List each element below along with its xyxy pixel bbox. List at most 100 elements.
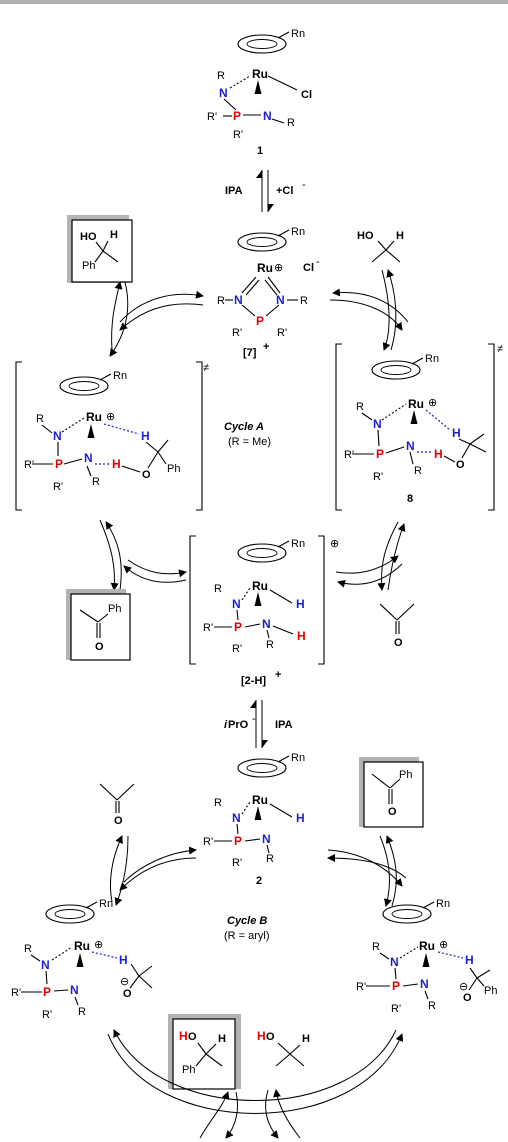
svg-text:H: H bbox=[296, 811, 305, 825]
svg-text:-: - bbox=[252, 713, 256, 725]
svg-text:H: H bbox=[452, 426, 461, 440]
nitrogen-atom: N bbox=[234, 293, 243, 307]
r-prime-group: R' bbox=[233, 129, 243, 141]
svg-text:H: H bbox=[119, 953, 128, 967]
r-group: R bbox=[287, 117, 295, 129]
complex-8: ≠ Rn R N Ru ⊕ H R' P N H O R' R 8 bbox=[335, 343, 503, 511]
svg-text:HO: HO bbox=[80, 231, 97, 243]
svg-text:R: R bbox=[24, 943, 32, 955]
complex-2-H: ⊕ Rn Ru R N H R' P N H R' R [2-H] + bbox=[189, 535, 339, 687]
cycle-b-bottom-arrows bbox=[107, 1029, 404, 1139]
r-group: R bbox=[217, 295, 225, 307]
acetone-left-lower: O bbox=[99, 783, 135, 827]
transition-state-symbol: ≠ bbox=[203, 362, 209, 374]
acetone-right: O bbox=[379, 603, 415, 649]
cycle-a-condition: (R = Me) bbox=[228, 436, 271, 448]
boxed-acetophenone-left: Ph O bbox=[66, 589, 131, 661]
svg-text:R': R' bbox=[232, 857, 242, 869]
compound-label: 2 bbox=[256, 875, 262, 887]
r-group: R bbox=[300, 295, 308, 307]
cation-charge: ⊕ bbox=[274, 262, 283, 274]
svg-text:H: H bbox=[179, 1029, 188, 1043]
svg-text:N: N bbox=[232, 811, 241, 825]
svg-text:H: H bbox=[218, 1033, 226, 1045]
compound-label: [2-H] bbox=[241, 675, 266, 687]
svg-text:-: - bbox=[302, 179, 306, 191]
svg-text:H: H bbox=[141, 429, 150, 443]
svg-text:PrO: PrO bbox=[228, 719, 249, 731]
cation-charge: ⊕ bbox=[330, 538, 339, 550]
svg-text:H: H bbox=[434, 447, 443, 461]
svg-text:N: N bbox=[373, 417, 382, 431]
compound-label: [7] bbox=[243, 347, 257, 359]
svg-text:R: R bbox=[92, 476, 100, 488]
equilibrium-arrows-top: IPA +Cl - bbox=[225, 170, 306, 212]
cycle-a-label: Cycle A (R = Me) bbox=[224, 421, 271, 448]
svg-text:⊕: ⊕ bbox=[94, 939, 103, 951]
arene-ring-icon bbox=[237, 229, 290, 252]
svg-text:R': R' bbox=[373, 471, 383, 483]
phosphorus-atom: P bbox=[256, 314, 264, 328]
svg-text:H: H bbox=[257, 1029, 266, 1043]
svg-text:Rn: Rn bbox=[436, 898, 450, 910]
svg-text:H: H bbox=[297, 629, 306, 643]
cycle-b-left-intermediate: Rn R N Ru ⊕ H R' P N R' R O ⊖ bbox=[11, 898, 153, 1021]
arene-substituent: Rn bbox=[291, 28, 305, 40]
svg-text:N: N bbox=[420, 977, 429, 991]
svg-text:Ru: Ru bbox=[408, 397, 424, 411]
svg-text:R: R bbox=[356, 401, 364, 413]
svg-text:N: N bbox=[41, 958, 50, 972]
compound-label: 1 bbox=[257, 145, 263, 157]
svg-text:Ph: Ph bbox=[82, 260, 95, 272]
svg-text:O: O bbox=[142, 469, 151, 481]
svg-text:H: H bbox=[302, 1033, 310, 1045]
svg-text:R: R bbox=[214, 583, 222, 595]
svg-text:Rn: Rn bbox=[291, 752, 305, 764]
r-prime-group: R' bbox=[207, 111, 217, 123]
nitrogen-atom: N bbox=[219, 86, 228, 100]
svg-text:⊕: ⊕ bbox=[439, 939, 448, 951]
ruthenium-atom: Ru bbox=[252, 67, 268, 81]
svg-text:O: O bbox=[456, 459, 465, 471]
reagent-ipa: IPA bbox=[275, 719, 293, 731]
svg-text:N: N bbox=[262, 617, 271, 631]
svg-text:O: O bbox=[266, 1031, 275, 1043]
svg-text:P: P bbox=[55, 457, 63, 471]
cycle-a-title: Cycle A bbox=[224, 421, 264, 433]
svg-text:H: H bbox=[296, 597, 305, 611]
cycle-b-upper-arrows bbox=[109, 835, 407, 907]
svg-text:P: P bbox=[234, 620, 242, 634]
svg-text:Ph: Ph bbox=[484, 985, 497, 997]
phosphorus-atom: P bbox=[233, 109, 241, 123]
isopropanol-top: HO H bbox=[357, 230, 404, 263]
boxed-1-phenylethanol: HO H Ph bbox=[67, 215, 133, 283]
svg-text:H: H bbox=[110, 229, 118, 241]
ruthenium-atom: Ru bbox=[257, 261, 273, 275]
svg-text:P: P bbox=[376, 447, 384, 461]
chloride-counterion: Cl bbox=[303, 262, 314, 274]
svg-text:⊕: ⊕ bbox=[106, 411, 115, 423]
arene-ring-icon bbox=[45, 901, 98, 924]
svg-text:Ru: Ru bbox=[252, 793, 268, 807]
svg-text:R': R' bbox=[203, 622, 213, 634]
svg-text:H: H bbox=[396, 230, 404, 242]
svg-text:Ph: Ph bbox=[108, 603, 121, 615]
svg-text:R': R' bbox=[42, 1009, 52, 1021]
arene-ring-icon bbox=[382, 901, 435, 924]
svg-text:R: R bbox=[428, 1000, 436, 1012]
transition-state-left: ≠ Rn R N Ru ⊕ H R' P N H O Ph R' R bbox=[15, 361, 209, 511]
svg-text:R: R bbox=[266, 639, 274, 651]
complex-2: Rn Ru R N H R' P N R' R 2 bbox=[203, 752, 305, 887]
transition-state-symbol: ≠ bbox=[497, 343, 503, 355]
svg-text:N: N bbox=[70, 983, 79, 997]
svg-text:O: O bbox=[95, 641, 104, 653]
svg-text:Ru: Ru bbox=[74, 939, 90, 953]
svg-text:⊕: ⊕ bbox=[428, 397, 437, 409]
svg-text:N: N bbox=[262, 832, 271, 846]
svg-text:P: P bbox=[392, 979, 400, 993]
svg-text:-: - bbox=[316, 256, 320, 268]
svg-text:Ph: Ph bbox=[182, 1064, 195, 1076]
svg-text:O: O bbox=[388, 806, 397, 818]
cycle-a-lower-arrows bbox=[99, 519, 406, 591]
